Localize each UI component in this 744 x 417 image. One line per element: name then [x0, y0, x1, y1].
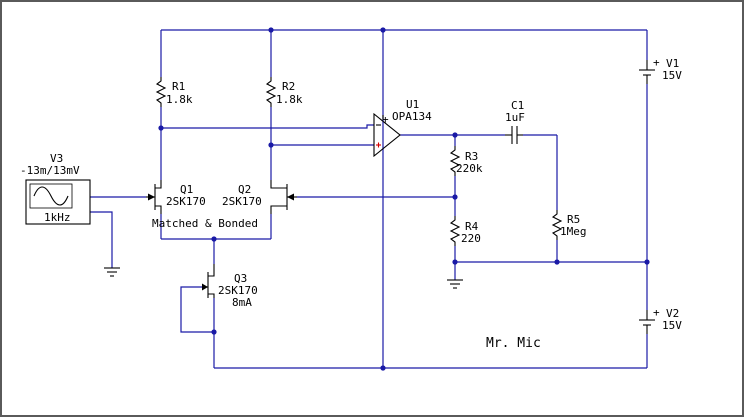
- u1-value: OPA134: [392, 110, 432, 123]
- c1-value: 1uF: [505, 111, 525, 124]
- q3-source: [208, 293, 215, 298]
- v3-value: -13m/13mV: [20, 164, 80, 177]
- opamp-u1[interactable]: +: [373, 112, 401, 158]
- r2-ref: R2: [282, 80, 295, 93]
- wire-v3-ground: [90, 211, 113, 268]
- v2-plus-sign: +: [653, 306, 660, 319]
- v1-plus-sign: +: [653, 56, 660, 69]
- q2-drain: [270, 180, 287, 189]
- q3-gate-arrow: [202, 283, 208, 291]
- ground-symbol-2: [447, 279, 463, 289]
- q1-source: [155, 205, 162, 214]
- resistor-r1[interactable]: [155, 77, 167, 107]
- junction-dot: [268, 27, 274, 33]
- q2-gate-arrow: [287, 193, 294, 201]
- labels: V3 -13m/13mV 1kHz R1 1.8k R2 1.8k U1 OPA…: [20, 57, 682, 351]
- battery-v1[interactable]: +: [639, 56, 660, 84]
- junctions: [158, 27, 650, 371]
- ground-symbol-1: [104, 267, 120, 277]
- junction-dot: [644, 259, 650, 265]
- resistor-r3[interactable]: [449, 146, 461, 176]
- jfet-q1[interactable]: [146, 180, 162, 214]
- r5-ref: R5: [567, 213, 580, 226]
- q1-gate-arrow: [148, 193, 155, 201]
- junction-dot: [158, 125, 164, 131]
- u1-ref: U1: [406, 98, 419, 111]
- v3-ref: V3: [50, 152, 63, 165]
- opamp-supply-plus: +: [382, 113, 389, 126]
- diagram-title: Mr. Mic: [486, 336, 541, 351]
- r3-symbol: [449, 146, 461, 176]
- r4-value: 220: [461, 232, 481, 245]
- c1-ref: C1: [511, 99, 524, 112]
- wire-to-opamp-minus: [161, 124, 374, 129]
- q3-drain: [208, 264, 215, 277]
- junction-dot: [211, 236, 217, 242]
- resistor-r4[interactable]: [449, 216, 461, 246]
- q2-source: [270, 205, 287, 214]
- r3-value: 220k: [456, 162, 483, 175]
- jfet-q3[interactable]: [202, 264, 215, 298]
- wire-q3-gate-loop: [180, 286, 215, 333]
- matched-note: Matched & Bonded: [152, 217, 258, 230]
- v1-ref: V1: [666, 57, 679, 70]
- v2-value: 15V: [662, 319, 682, 332]
- v2-ref: V2: [666, 307, 679, 320]
- q3-current: 8mA: [232, 296, 252, 309]
- v3-freq: 1kHz: [44, 211, 71, 224]
- junction-dot: [452, 132, 458, 138]
- r2-value: 1.8k: [276, 93, 303, 106]
- junction-dot: [380, 27, 386, 33]
- q2-value: 2SK170: [222, 195, 262, 208]
- q2-ref: Q2: [238, 183, 251, 196]
- r3-ref: R3: [465, 150, 478, 163]
- q1-ref: Q1: [180, 183, 193, 196]
- resistor-r2[interactable]: [265, 77, 277, 107]
- junction-dot: [211, 329, 217, 335]
- r4-symbol: [449, 216, 461, 246]
- sine-wave-icon: [33, 186, 69, 206]
- junction-dot: [452, 259, 458, 265]
- q3-ref: Q3: [234, 272, 247, 285]
- capacitor-c1[interactable]: [505, 126, 523, 144]
- q3-value: 2SK170: [218, 284, 258, 297]
- signal-source-v3[interactable]: [25, 179, 91, 225]
- q1-value: 2SK170: [166, 195, 206, 208]
- resistor-r5[interactable]: [551, 210, 563, 240]
- r2-symbol: [265, 77, 277, 107]
- junction-dot: [380, 365, 386, 371]
- r1-ref: R1: [172, 80, 185, 93]
- junction-dot: [452, 194, 458, 200]
- q1-drain: [155, 180, 162, 189]
- jfet-q2[interactable]: [270, 180, 297, 214]
- battery-v2[interactable]: +: [639, 306, 660, 334]
- junction-dot: [554, 259, 560, 265]
- v1-value: 15V: [662, 69, 682, 82]
- opamp-triangle: [373, 112, 401, 158]
- junction-dot: [268, 142, 274, 148]
- r5-value: 1Meg: [560, 225, 587, 238]
- r4-ref: R4: [465, 220, 479, 233]
- r1-value: 1.8k: [166, 93, 193, 106]
- r5-symbol: [551, 210, 563, 240]
- r1-symbol: [155, 77, 167, 107]
